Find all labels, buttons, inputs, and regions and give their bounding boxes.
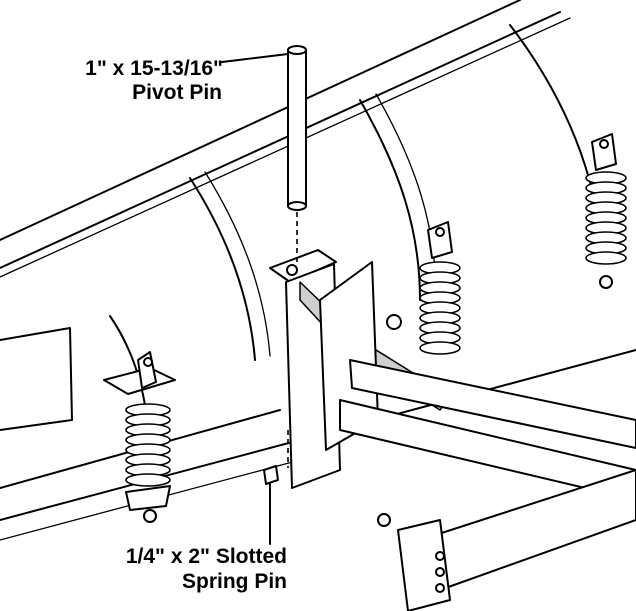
pivot-pin-name-label: Pivot Pin bbox=[132, 81, 222, 104]
spring-pin bbox=[263, 430, 289, 485]
right-trip-spring bbox=[585, 133, 627, 289]
left-trip-spring bbox=[103, 351, 176, 523]
spring-pin-size-label: 1/4" x 2" Slotted bbox=[125, 545, 287, 568]
a-frame bbox=[269, 249, 636, 611]
spring-pin-name-label: Spring Pin bbox=[182, 570, 287, 593]
moldboard-face-curve-2b bbox=[204, 171, 271, 357]
moldboard-top-edge bbox=[0, 0, 521, 241]
moldboard-rib bbox=[0, 11, 561, 269]
pivot-pin bbox=[287, 45, 307, 262]
moldboard-rib-inner bbox=[0, 17, 571, 278]
blade-left-panel bbox=[0, 327, 73, 431]
pivot-pin-size-label: 1" x 15-13/16" bbox=[85, 57, 223, 80]
center-trip-spring bbox=[419, 221, 461, 355]
pivot-pin-leader bbox=[221, 53, 289, 63]
moldboard-face-curve-2 bbox=[189, 177, 256, 361]
moldboard-face-curve-3 bbox=[359, 99, 421, 301]
